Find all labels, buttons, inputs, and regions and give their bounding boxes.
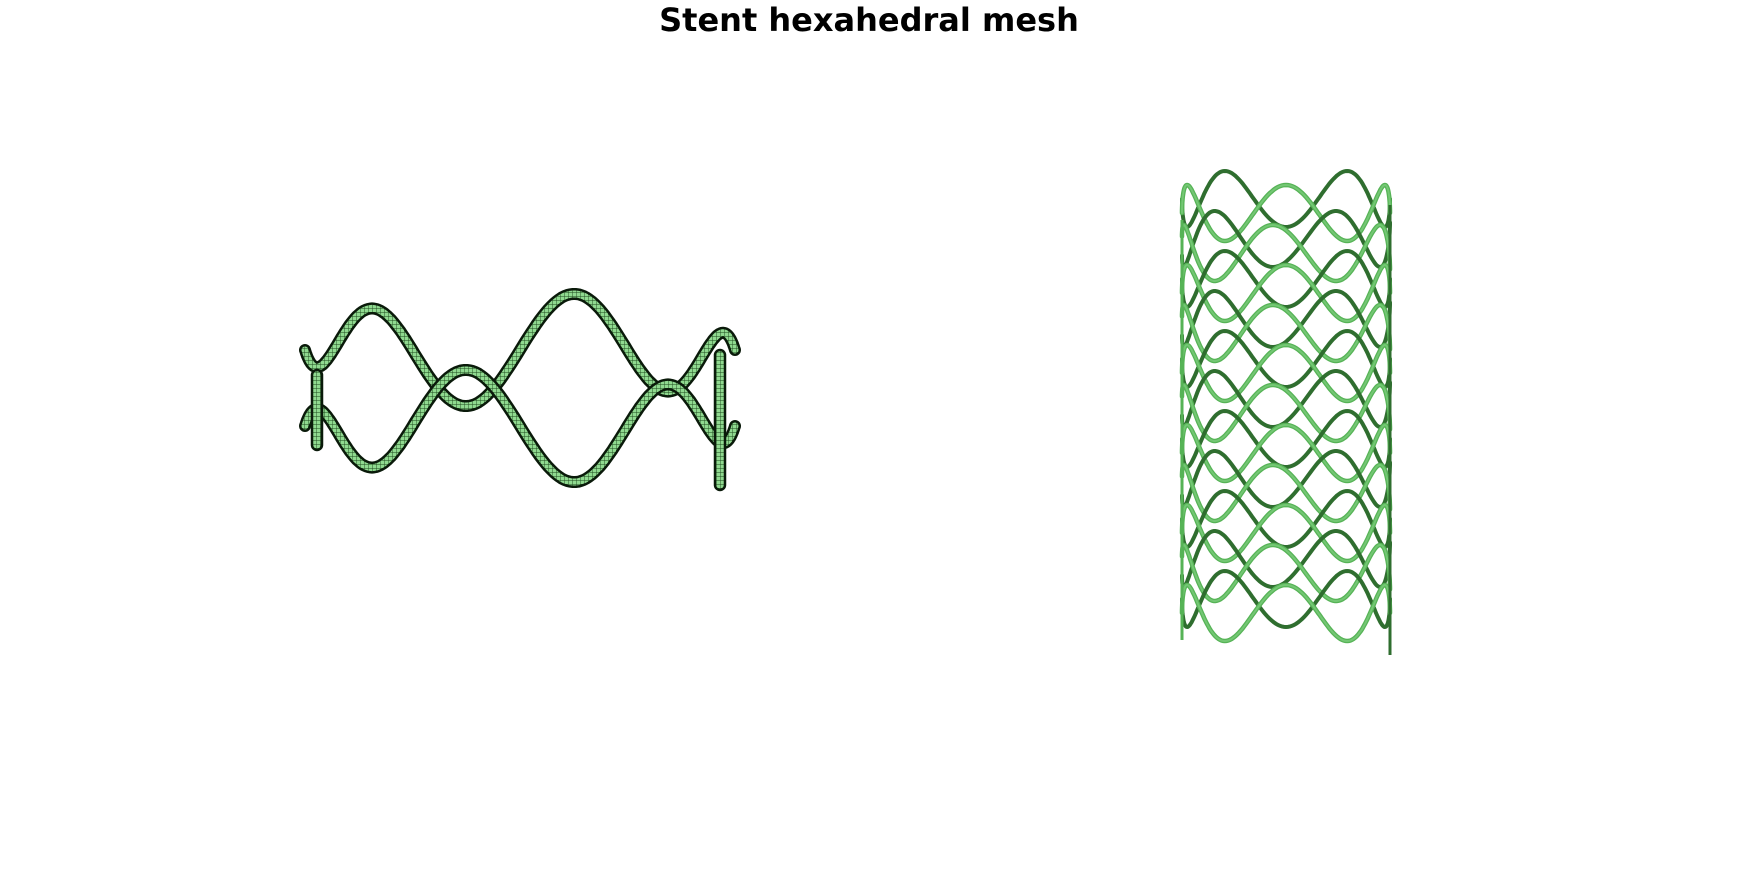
stent-ring-highlight: [1181, 183, 1391, 243]
ring-right-end-band: [713, 348, 727, 492]
single-ring-panel: [299, 288, 741, 492]
stent-ring-back: [1180, 289, 1392, 349]
stent-ring-back: [1180, 449, 1392, 509]
ring-upper-strut-mesh: [301, 290, 739, 410]
stent-ring-highlight: [1181, 263, 1391, 323]
stent-ring-back: [1180, 209, 1392, 269]
stent-ring-back: [1180, 408, 1392, 470]
stent-ring-highlight: [1181, 384, 1391, 442]
stent-ring-highlight: [1181, 304, 1391, 362]
full-stent-panel: [1179, 168, 1393, 655]
ring-lower-strut-mesh: [301, 366, 739, 486]
stent-ring-highlight: [1181, 224, 1391, 282]
stent-ring-back: [1180, 248, 1392, 310]
stent-ring-highlight: [1181, 423, 1391, 483]
stent-ring-highlight: [1181, 503, 1391, 563]
stent-ring-back: [1180, 529, 1392, 589]
stent-ring-highlight: [1181, 583, 1391, 643]
stent-ring-back: [1180, 168, 1392, 230]
stent-ring-back: [1180, 568, 1392, 630]
ring-left-end-band: [310, 368, 324, 452]
stent-ring-highlight: [1181, 544, 1391, 602]
stent-ring-back: [1180, 369, 1392, 429]
stent-ring-back: [1180, 488, 1392, 550]
stent-ring-highlight: [1181, 464, 1391, 522]
stent-ring-back: [1180, 328, 1392, 390]
stent-ring-highlight: [1181, 343, 1391, 403]
figure-title: Stent hexahedral mesh: [659, 1, 1079, 39]
